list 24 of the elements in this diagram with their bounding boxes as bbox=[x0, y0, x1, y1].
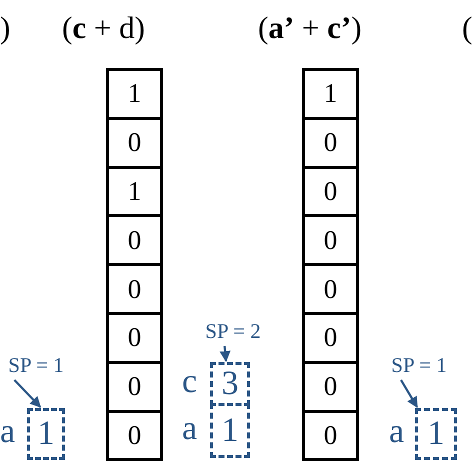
column-heading: ( bbox=[462, 12, 472, 43]
register-name: a bbox=[0, 415, 16, 449]
stack-entry: 3 bbox=[210, 362, 250, 406]
register-name: a bbox=[389, 415, 404, 449]
arrow bbox=[14, 379, 42, 408]
memory-cell: 1 bbox=[106, 68, 163, 120]
stack-pointer-label: SP = 1 bbox=[383, 352, 455, 378]
stack-pointer-label: SP = 1 bbox=[0, 352, 72, 378]
column-heading: ) bbox=[0, 12, 10, 43]
memory-cell: 1 bbox=[302, 68, 359, 120]
arrow bbox=[400, 379, 418, 408]
register-name: a bbox=[182, 412, 198, 446]
stack-entry: 1 bbox=[210, 403, 250, 458]
column-heading: (a’ + c’) bbox=[258, 12, 362, 43]
memory-cell: 0 bbox=[302, 312, 359, 364]
register-name: c bbox=[182, 365, 198, 399]
memory-cell: 0 bbox=[106, 312, 163, 364]
column-heading: (c + d) bbox=[62, 12, 145, 43]
arrow bbox=[220, 346, 231, 362]
stack-pointer-label: SP = 2 bbox=[205, 318, 261, 344]
memory-cell: 0 bbox=[302, 263, 359, 315]
memory-cell: 0 bbox=[106, 263, 163, 315]
stack-entry: 1 bbox=[27, 408, 65, 460]
stack-entry: 1 bbox=[415, 408, 457, 460]
